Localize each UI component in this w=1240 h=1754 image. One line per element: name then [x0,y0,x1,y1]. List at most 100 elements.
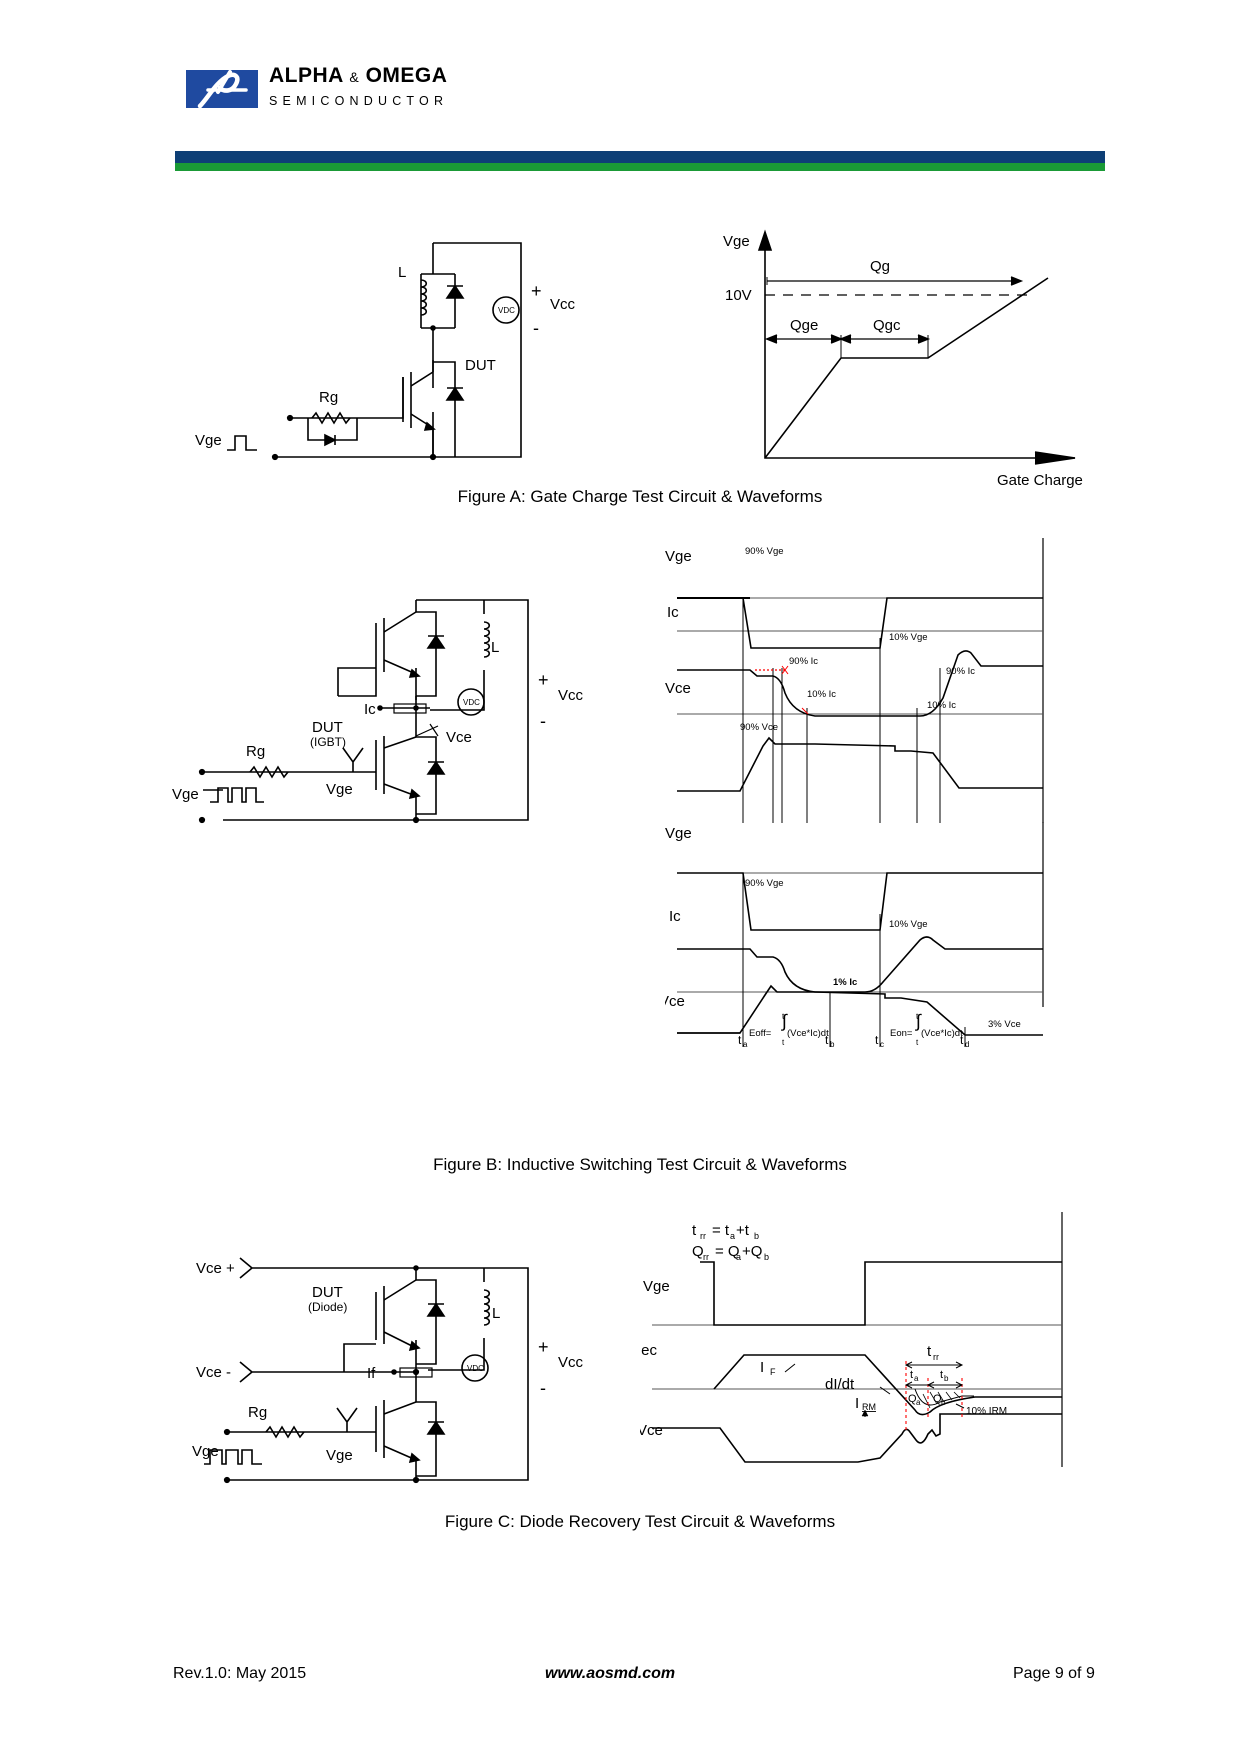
eoff-integrand: (Vce*Ic)dt [787,1028,829,1039]
tb-sub: b [830,1040,835,1049]
eoff-upper-limit: t [782,1012,785,1021]
qrr-formula-eq: = Q [715,1243,740,1260]
trr-formula-a: a [730,1231,735,1241]
axes [764,238,1075,459]
gate-charge-waveform: Vge 10V Qg Qge Qgc Gate Charge [723,229,1083,489]
inductor-label: L [398,264,406,281]
irm-10-label: 10% IRM [966,1406,1007,1417]
x-axis-label: Gate Charge [997,472,1083,489]
vce-trace [677,736,1043,792]
ic-10-rise-label: 10% Ic [927,700,956,711]
ic-label: Ic [669,908,681,925]
eon-upper-limit: t [916,1012,919,1021]
diode-icon [445,284,465,299]
figure-a-caption: Figure A: Gate Charge Test Circuit & Wav… [457,487,823,506]
company-subtitle: SEMICONDUCTOR [269,94,449,108]
vge-node-label: Vge [326,781,353,798]
company-logo [186,70,258,109]
vcc-label: Vcc [558,1354,584,1371]
trr-sub: rr [933,1352,939,1362]
arrow-up-icon [757,229,773,251]
qrr-formula-a: a [736,1252,741,1262]
qa-sub: a [916,1398,921,1407]
qrr-formula-b: b [764,1252,769,1262]
website-link[interactable]: www.aosmd.com [545,1665,676,1682]
eoff-label: Eoff= [749,1028,772,1039]
header-bar-blue [175,151,1105,163]
rg-label: Rg [246,743,265,760]
eon-lower-limit: t [916,1038,919,1047]
resistor-icon [311,411,351,425]
arrow-right-icon [1034,451,1076,465]
page-number: Page 9 of 9 [1013,1665,1095,1682]
trr-formula-plus: +t [736,1222,750,1239]
ta-label: t [910,1369,913,1381]
vge-input-label: Vge [192,1443,219,1460]
vge-trace [677,872,1043,931]
integral-sign-icon: ∫ [780,1011,788,1031]
minus-sign: - [533,318,539,338]
tb-label: t [825,1033,829,1047]
tc-label: t [875,1033,879,1047]
if-label: If [367,1365,376,1382]
dut-type-label: (Diode) [308,1300,347,1314]
ic-label: Ic [667,604,679,621]
vge-input-label: Vge [195,432,222,449]
trr-formula-eq: = t [712,1222,730,1239]
tb-sub: b [944,1374,949,1383]
ta-sub: a [743,1040,748,1049]
rg-label: Rg [248,1404,267,1421]
diode-recovery-test-circuit: Vce + Vce - DUT (Diode) L + Vcc VDC - If… [192,1257,584,1484]
qgc-label: Qgc [873,317,901,334]
tb-label: t [940,1369,943,1381]
inductor-label: L [492,1305,500,1322]
qrr-formula-q: Q [692,1243,704,1260]
didt-label: dI/dt [825,1376,855,1393]
tc-sub: c [880,1040,884,1049]
qge-label: Qge [790,317,818,334]
ic-trace [677,936,1043,993]
qg-label: Qg [870,258,890,275]
vcc-label: Vcc [558,687,584,704]
ic-trace [677,650,1043,717]
vge-90-label: 90% Vge [745,878,784,889]
vce-3-label: 3% Vce [988,1019,1021,1030]
vdc-label: VDC [498,306,515,315]
inductive-switching-waveform-upper: Vge Ic Vce 90% Vge 10% Vge 90% Ic 10% Ic… [665,538,1044,823]
vce-minus-label: Vce - [196,1364,231,1381]
vce-plus-label: Vce + [196,1260,235,1277]
irm-label: I [855,1395,859,1412]
dut-label: DUT [312,1284,343,1301]
inductive-switching-test-circuit: L + Vcc VDC - Ic DUT (IGBT) Vce Rg Vge V… [172,599,584,824]
inductor-label: L [491,639,499,656]
company-name: ALPHA & OMEGA [269,64,448,87]
figure-b-caption: Figure B: Inductive Switching Test Circu… [433,1155,847,1174]
dut-label: DUT [312,719,343,736]
iec-trace [713,1354,1062,1416]
rg-label: Rg [319,389,338,406]
trr-formula-sub: rr [700,1231,706,1241]
vce-trace [677,984,1043,1036]
vge-gate-charge-curve [764,277,1049,459]
vge-label: Vge [643,1278,670,1295]
td-label: t [960,1033,964,1047]
qrr-formula-plus: +Q [742,1243,762,1260]
ta-sub: a [914,1374,919,1383]
y-axis-label: Vge [723,233,750,250]
iec-label: Iec [640,1342,658,1359]
ta-label: t [738,1033,742,1047]
plus-sign: + [538,670,549,690]
vge-10-label: 10% Vge [889,632,928,643]
vge-90-label: 90% Vge [745,546,784,557]
ic-10-fall-label: 10% Ic [807,689,836,700]
vce-label: Vce [665,680,691,697]
integral-sign-icon: ∫ [914,1011,922,1031]
vcc-label: Vcc [550,296,576,313]
vce-label: Vce [640,1422,663,1439]
revision-text: Rev.1.0: May 2015 [173,1665,307,1682]
dut-label: DUT [465,357,496,374]
alpha-omega-logo-icon [197,70,248,109]
qb-label: Q [933,1393,942,1405]
vge-10-label: 10% Vge [889,919,928,930]
plus-sign: + [538,1337,549,1357]
